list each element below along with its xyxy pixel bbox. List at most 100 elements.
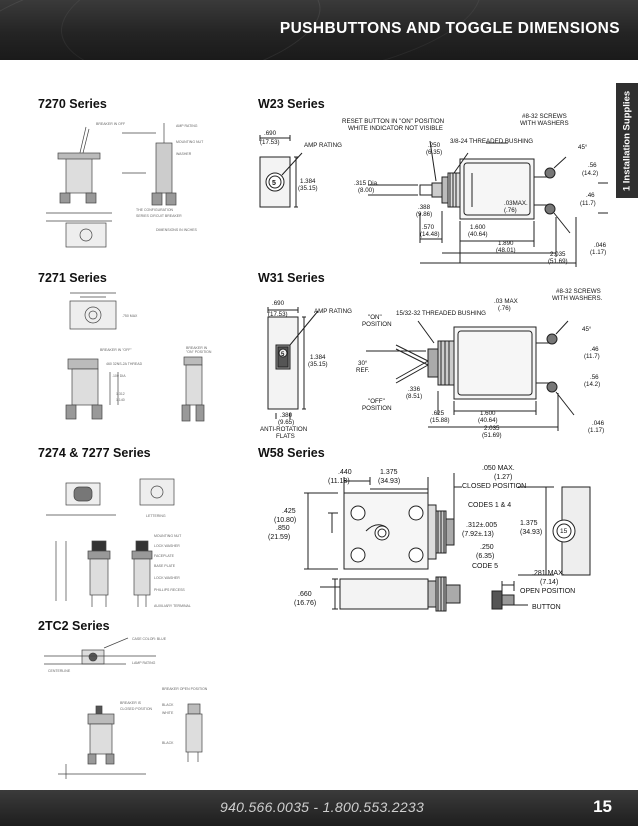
w23-1600-mm: (40.64) bbox=[468, 231, 488, 238]
w31-380-mm: (9.65) bbox=[278, 419, 294, 426]
w23-1890: 1.890 bbox=[498, 240, 514, 247]
svg-text:"ON" POSITION: "ON" POSITION bbox=[186, 350, 212, 354]
w23-reset-note-2: WHITE INDICATOR NOT VISIBLE bbox=[348, 125, 443, 132]
svg-text:LOCK WASHER: LOCK WASHER bbox=[154, 544, 180, 548]
w58-code5: CODE 5 bbox=[472, 563, 498, 570]
w23-screws: #8-32 SCREWS bbox=[522, 113, 567, 120]
diagram-w23: .690 (17.53) AMP RATING RESET BUTTON IN … bbox=[259, 113, 608, 267]
svg-text:BREAKER IN: BREAKER IN bbox=[186, 346, 208, 350]
w23-046: .046 bbox=[594, 242, 607, 249]
w31-30deg: 30° bbox=[358, 360, 368, 367]
w23-1384-mm: (35.15) bbox=[298, 185, 318, 192]
w58-250: .250 bbox=[480, 544, 494, 551]
svg-text:MOUNTING NUT: MOUNTING NUT bbox=[176, 140, 204, 144]
w23-1890-mm: (48.01) bbox=[496, 247, 516, 254]
w23-570-mm: (14.48) bbox=[420, 231, 440, 238]
w31-380: .380 bbox=[280, 412, 293, 419]
w31-625-mm: (15.88) bbox=[430, 417, 450, 424]
svg-text:1.140: 1.140 bbox=[116, 398, 125, 402]
w31-on: "ON" bbox=[368, 314, 382, 321]
w23-03max-mm: (.76) bbox=[504, 207, 517, 214]
diagram-w31: .690 (17.53) AMP RATING 15/32-32 THREADE… bbox=[260, 288, 605, 440]
side-tab-label: 1 Installation Supplies bbox=[621, 90, 633, 191]
w58-312: .312±.005 bbox=[466, 522, 497, 529]
svg-text:.100 DIA: .100 DIA bbox=[112, 374, 126, 378]
w31-1600: 1.600 bbox=[480, 410, 496, 417]
w23-046-mm: (1.17) bbox=[590, 249, 606, 256]
w23-dia: .315 Dia. bbox=[354, 180, 379, 187]
w23-250-mm: (6.35) bbox=[426, 149, 442, 156]
svg-text:BREAKER IN "OFF": BREAKER IN "OFF" bbox=[100, 348, 132, 352]
page-footer: 940.566.0035 - 1.800.553.2233 15 bbox=[0, 790, 638, 826]
w31-56: .56 bbox=[590, 374, 599, 381]
w31-on-position: POSITION bbox=[362, 321, 392, 328]
series-7274-title: 7274 & 7277 Series bbox=[38, 446, 151, 460]
svg-text:BLACK: BLACK bbox=[162, 741, 174, 745]
w58-281max-mm: (7.14) bbox=[540, 579, 558, 586]
w58-425-mm: (10.80) bbox=[274, 517, 296, 524]
w58-1375-mm: (34.93) bbox=[378, 478, 400, 485]
svg-text:LETTERING: LETTERING bbox=[146, 514, 166, 518]
w31-bushing: 15/32-32 THREADED BUSHING bbox=[396, 310, 486, 317]
w58-050max-mm: (1.27) bbox=[494, 474, 512, 481]
w23-45deg: 45° bbox=[578, 144, 588, 151]
w31-amp-rating: AMP RATING bbox=[314, 308, 352, 315]
w23-1600: 1.600 bbox=[470, 224, 486, 231]
w31-336-mm: (8.51) bbox=[406, 393, 422, 400]
svg-text:.750 MAX: .750 MAX bbox=[122, 314, 138, 318]
w23-388-mm: (9.86) bbox=[416, 211, 432, 218]
w31-screws-2: WITH WASHERS. bbox=[552, 295, 603, 302]
w58-face-label: 15 bbox=[560, 528, 568, 535]
w58-281max: .281 MAX. bbox=[532, 570, 565, 577]
svg-text:AMP RATING: AMP RATING bbox=[176, 124, 198, 128]
svg-text:CENTERLINE: CENTERLINE bbox=[48, 669, 71, 673]
page-number: 15 bbox=[593, 797, 612, 816]
w31-1600-mm: (40.64) bbox=[478, 417, 498, 424]
w31-46: .46 bbox=[590, 346, 599, 353]
w58-660-mm: (16.76) bbox=[294, 600, 316, 607]
w31-ref: REF. bbox=[356, 367, 370, 374]
svg-text:WASHER: WASHER bbox=[176, 152, 192, 156]
w31-1384-mm: (35.15) bbox=[308, 361, 328, 368]
w23-2035: 2.035 bbox=[550, 251, 566, 258]
w58-312-mm: (7.92±.13) bbox=[462, 531, 494, 538]
w58-850-mm: (21.59) bbox=[268, 534, 290, 541]
svg-text:BREAKER OPEN POSITION: BREAKER OPEN POSITION bbox=[162, 687, 208, 691]
footer-phone: 940.566.0035 - 1.800.553.2233 bbox=[220, 799, 425, 815]
w23-46-mm: (11.7) bbox=[580, 200, 596, 207]
w58-250-mm: (6.35) bbox=[476, 553, 494, 560]
w23-250: .250 bbox=[428, 142, 441, 149]
page-header: PUSHBUTTONS AND TOGGLE DIMENSIONS bbox=[0, 0, 638, 60]
svg-text:MOUNTING NUT: MOUNTING NUT bbox=[154, 534, 182, 538]
w31-56-mm: (14.2) bbox=[584, 381, 600, 388]
w31-45deg: 45° bbox=[582, 326, 592, 333]
w58-440: .440 bbox=[338, 469, 352, 476]
w31-dim-690: .690 bbox=[272, 300, 285, 307]
svg-text:SERIES CIRCUIT BREAKER: SERIES CIRCUIT BREAKER bbox=[136, 214, 182, 218]
w23-2035-mm: (51.69) bbox=[548, 258, 568, 265]
svg-text:AUXILIARY TERMINAL: AUXILIARY TERMINAL bbox=[154, 604, 191, 608]
w23-388: .388 bbox=[418, 204, 431, 211]
w58-1375: 1.375 bbox=[380, 469, 398, 476]
svg-text:THE CONFIGURATION: THE CONFIGURATION bbox=[136, 208, 174, 212]
svg-text:CLOSED POSITION: CLOSED POSITION bbox=[120, 707, 153, 711]
svg-text:BLACK: BLACK bbox=[162, 703, 174, 707]
w23-56-mm: (14.2) bbox=[582, 170, 598, 177]
w31-2035-mm: (51.69) bbox=[482, 432, 502, 439]
w23-1384: 1.384 bbox=[300, 178, 316, 185]
svg-text:WHITE: WHITE bbox=[162, 711, 174, 715]
w58-button: BUTTON bbox=[532, 604, 561, 611]
w23-amp-rating: AMP RATING bbox=[304, 142, 342, 149]
svg-text:1.312: 1.312 bbox=[116, 392, 125, 396]
w23-bushing: 3/8-24 THREADED BUSHING bbox=[450, 138, 533, 145]
w58-050max: .050 MAX. bbox=[482, 465, 515, 472]
series-w58-title: W58 Series bbox=[258, 446, 325, 460]
page-title: PUSHBUTTONS AND TOGGLE DIMENSIONS bbox=[279, 20, 620, 37]
svg-text:LOCK WASHER: LOCK WASHER bbox=[154, 576, 180, 580]
w31-03max-mm: (.76) bbox=[498, 305, 511, 312]
w31-046: .046 bbox=[592, 420, 605, 427]
